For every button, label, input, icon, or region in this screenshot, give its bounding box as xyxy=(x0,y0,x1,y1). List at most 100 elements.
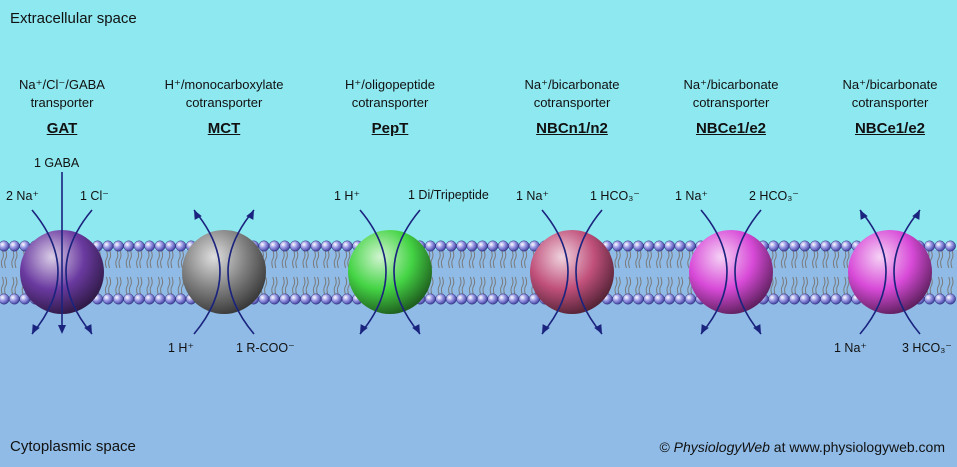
lipid-head xyxy=(632,240,644,252)
lipid-head xyxy=(8,240,20,252)
lipid-head xyxy=(622,240,634,252)
transporter-name-line1: H⁺/oligopeptide xyxy=(345,77,435,92)
lipid-tail xyxy=(167,249,171,269)
lipid-head xyxy=(133,240,145,252)
lipid-head xyxy=(289,240,301,252)
lipid-tail xyxy=(160,276,164,296)
transport-arrow xyxy=(575,209,603,335)
lipid-head xyxy=(799,293,811,305)
lipid-head xyxy=(445,293,457,305)
lipid-tail xyxy=(940,276,944,296)
transporter-sphere xyxy=(348,230,432,314)
lipid-tail xyxy=(136,276,140,296)
lipid-head xyxy=(612,293,624,305)
lipid-tail xyxy=(271,249,275,269)
lipid-head xyxy=(924,240,936,252)
lipid-tail xyxy=(836,249,840,269)
lipid-tail xyxy=(146,249,150,269)
lipid-head xyxy=(175,293,187,305)
transport-arrow xyxy=(31,209,59,335)
lipid-tail xyxy=(281,249,285,269)
lipid-head xyxy=(331,293,343,305)
lipid-tail xyxy=(440,249,444,269)
lipid-tail xyxy=(500,276,504,296)
transport-arrow xyxy=(859,209,887,335)
transporter-name-line1: Na⁺/bicarbonate xyxy=(683,77,779,92)
lipid-head xyxy=(123,293,135,305)
lipid-head xyxy=(289,293,301,305)
lipid-tail xyxy=(503,276,507,296)
lipid-tail xyxy=(333,249,337,269)
lipid-head xyxy=(768,240,780,252)
lipid-head xyxy=(684,240,696,252)
lipid-head xyxy=(268,240,280,252)
lipid-head xyxy=(934,240,946,252)
lipid-tail xyxy=(482,276,486,296)
lipid-tail xyxy=(832,249,836,269)
lipid-tail xyxy=(836,276,840,296)
lipid-tail xyxy=(635,249,639,269)
lipid-head xyxy=(934,293,946,305)
lipid-head xyxy=(497,293,509,305)
lipid-tail xyxy=(284,249,288,269)
lipid-tail xyxy=(336,276,340,296)
lipid-head xyxy=(487,293,499,305)
substrate-label: 1 GABA xyxy=(34,156,80,170)
lipid-tail xyxy=(520,276,524,296)
lipid-tail xyxy=(4,276,8,296)
lipid-tail xyxy=(271,276,275,296)
lipid-tail xyxy=(825,249,829,269)
lipid-tail xyxy=(669,249,673,269)
lipid-head xyxy=(258,293,270,305)
lipid-bilayer xyxy=(0,240,956,305)
lipid-head xyxy=(154,240,166,252)
lipid-tail xyxy=(458,276,462,296)
lipid-tail xyxy=(180,249,184,269)
lipid-tail xyxy=(804,249,808,269)
lipid-tail xyxy=(108,249,112,269)
substrate-label: 1 Di/Tripeptide xyxy=(408,188,489,202)
lipid-tail xyxy=(333,276,337,296)
lipid-tail xyxy=(666,249,670,269)
lipid-tail xyxy=(316,276,320,296)
transport-arrow xyxy=(65,209,93,335)
lipid-head xyxy=(112,293,124,305)
transporter-sphere xyxy=(530,230,614,314)
transporter-5 xyxy=(848,209,932,335)
lipid-tail xyxy=(479,276,483,296)
lipid-head xyxy=(508,240,520,252)
transporter-name-line2: transporter xyxy=(30,95,94,110)
lipid-tail xyxy=(437,249,441,269)
lipid-head xyxy=(924,293,936,305)
transporter-name-line2: cotransporter xyxy=(351,95,429,110)
lipid-tail xyxy=(846,276,850,296)
lipid-head xyxy=(820,293,832,305)
lipid-head xyxy=(674,293,686,305)
lipid-tail xyxy=(510,249,514,269)
lipid-head xyxy=(310,240,322,252)
lipid-tail xyxy=(822,276,826,296)
lipid-tail xyxy=(170,276,174,296)
lipid-head xyxy=(424,293,436,305)
lipid-tail xyxy=(468,276,472,296)
extracellular-region xyxy=(0,0,957,250)
lipid-tail xyxy=(669,276,673,296)
lipid-tail xyxy=(784,249,788,269)
transport-arrow xyxy=(227,209,255,335)
copyright-url[interactable]: www.physiologyweb.com xyxy=(789,439,945,455)
lipid-tail xyxy=(773,249,777,269)
lipid-tail xyxy=(118,276,122,296)
lipid-head xyxy=(778,293,790,305)
lipid-tail xyxy=(156,249,160,269)
lipid-tail xyxy=(281,276,285,296)
lipid-head xyxy=(653,293,665,305)
lipid-tail xyxy=(274,276,278,296)
lipid-head xyxy=(123,240,135,252)
lipid-tail xyxy=(326,276,330,296)
lipid-tail xyxy=(520,249,524,269)
lipid-head xyxy=(788,240,800,252)
lipid-tail xyxy=(316,249,320,269)
lipid-head xyxy=(684,293,696,305)
lipid-tail xyxy=(628,249,632,269)
